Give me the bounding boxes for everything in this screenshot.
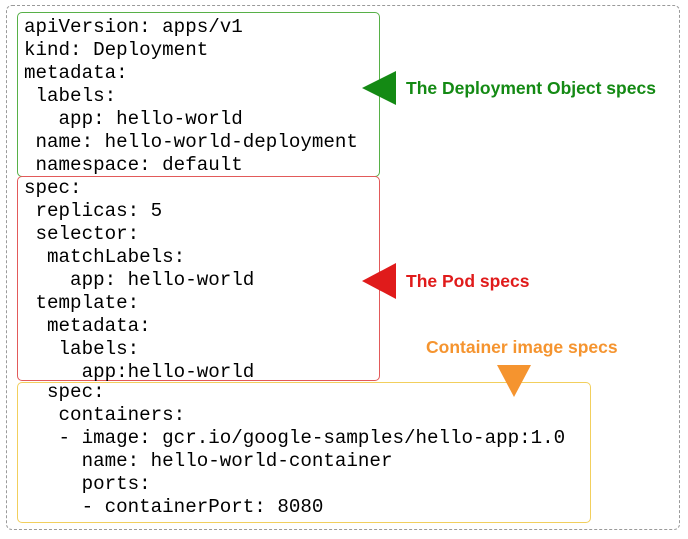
code-line: kind: Deployment — [24, 39, 209, 61]
code-line: spec: — [24, 177, 82, 199]
code-line: name: hello-world-deployment — [24, 131, 358, 153]
code-line: - image: gcr.io/google-samples/hello-app… — [24, 427, 566, 449]
code-line: matchLabels: — [24, 246, 186, 268]
diagram-frame — [6, 5, 680, 530]
container-image-label: Container image specs — [426, 337, 618, 357]
code-line: name: hello-world-container — [24, 450, 393, 472]
code-line: replicas: 5 — [24, 200, 163, 222]
pod-arrow-icon — [362, 263, 396, 299]
code-line: - containerPort: 8080 — [24, 496, 324, 518]
code-line: metadata: — [24, 315, 151, 337]
container-yaml-code: spec: containers: - image: gcr.io/google… — [24, 381, 565, 519]
deployment-object-label: The Deployment Object specs — [406, 78, 656, 98]
code-line: labels: — [24, 85, 117, 107]
code-line: app: hello-world — [24, 108, 243, 130]
code-line: selector: — [24, 223, 140, 245]
code-line: metadata: — [24, 62, 128, 84]
code-line: ports: — [24, 473, 151, 495]
container-arrow-icon — [497, 365, 531, 397]
code-line: app: hello-world — [24, 269, 255, 291]
code-line: namespace: default — [24, 154, 243, 176]
code-line: labels: — [24, 338, 140, 360]
container-specs-box — [17, 382, 591, 523]
pod-yaml-code: spec: replicas: 5 selector: matchLabels:… — [24, 177, 254, 384]
code-line: apiVersion: apps/v1 — [24, 16, 243, 38]
deployment-arrow-icon — [362, 71, 396, 105]
code-line: app:hello-world — [24, 361, 255, 383]
code-line: spec: — [24, 381, 105, 403]
code-line: containers: — [24, 404, 186, 426]
pod-specs-label: The Pod specs — [406, 271, 530, 291]
code-line: template: — [24, 292, 140, 314]
